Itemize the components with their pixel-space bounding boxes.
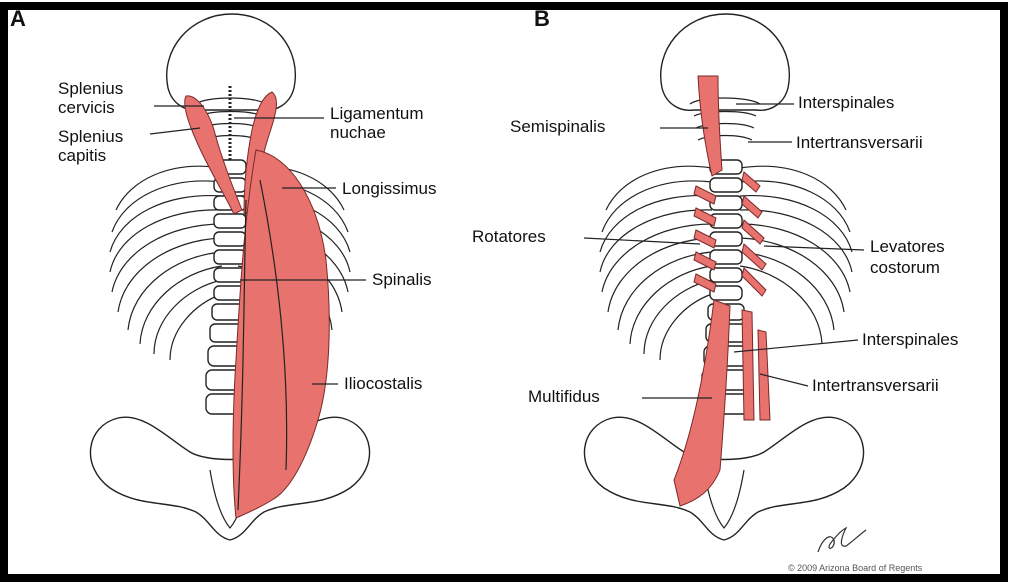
panel-a-letter: A — [10, 6, 26, 31]
label-semispinalis: Semispinalis — [510, 117, 605, 136]
label-levatores-costorum-1: Levatores — [870, 237, 945, 256]
pelvis-a — [90, 417, 369, 540]
label-spinalis: Spinalis — [372, 270, 432, 289]
levatores-costorum-2 — [742, 196, 762, 218]
panel-b: B — [472, 6, 958, 552]
label-rotatores: Rotatores — [472, 227, 546, 246]
label-splenius-cervicis-1: Splenius — [58, 79, 123, 98]
levatores-costorum-3 — [742, 220, 764, 244]
panel-b-letter: B — [534, 6, 550, 31]
label-interspinales-top: Interspinales — [798, 93, 894, 112]
label-longissimus: Longissimus — [342, 179, 437, 198]
label-ligamentum-nuchae-2: nuchae — [330, 123, 386, 142]
skull-b — [661, 14, 790, 110]
label-iliocostalis: Iliocostalis — [344, 374, 422, 393]
intertransversarii-muscle — [742, 310, 754, 420]
label-intertransversarii-bottom: Intertransversarii — [812, 376, 939, 395]
label-levatores-costorum-2: costorum — [870, 258, 940, 277]
pelvis-b — [584, 417, 863, 540]
label-intertransversarii-top: Intertransversarii — [796, 133, 923, 152]
label-splenius-capitis-2: capitis — [58, 146, 106, 165]
artist-signature — [818, 528, 866, 552]
levatores-costorum-1 — [742, 172, 760, 192]
copyright-text: © 2009 Arizona Board of Regents — [788, 563, 923, 573]
label-interspinales-bottom: Interspinales — [862, 330, 958, 349]
label-splenius-capitis-1: Splenius — [58, 127, 123, 146]
label-splenius-cervicis-2: cervicis — [58, 98, 115, 117]
label-ligamentum-nuchae-1: Ligamentum — [330, 104, 424, 123]
levatores-costorum-4 — [742, 244, 766, 270]
rotatores-muscle-2 — [694, 208, 716, 226]
label-multifidus: Multifidus — [528, 387, 600, 406]
panel-a: A — [10, 6, 437, 540]
